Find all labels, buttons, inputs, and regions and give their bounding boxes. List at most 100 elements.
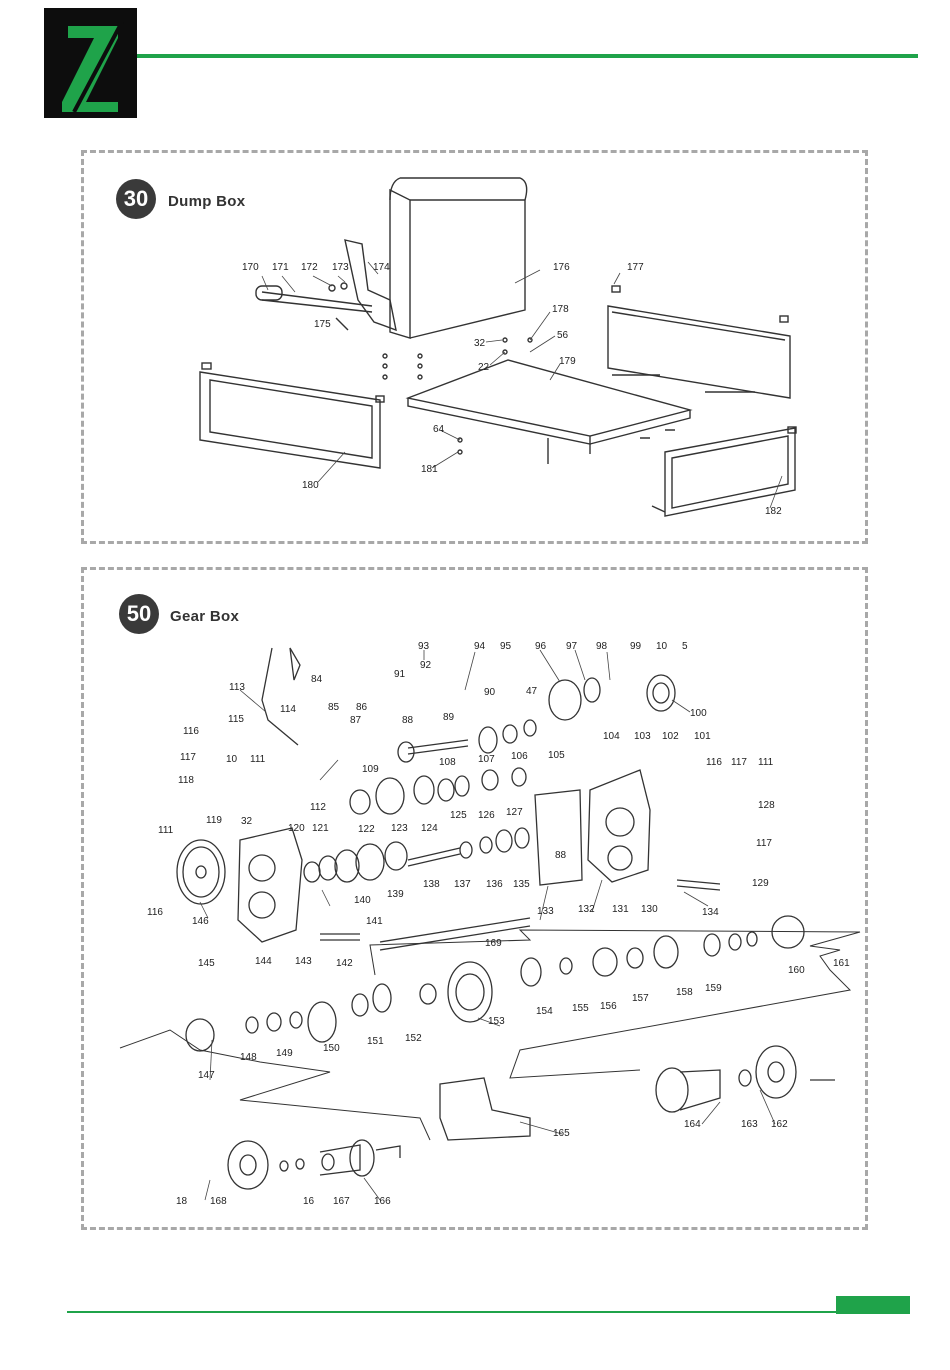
callout-label: 105 bbox=[548, 750, 565, 761]
callout-label: 111 bbox=[158, 825, 174, 836]
callout-label: 5 bbox=[682, 641, 688, 652]
callout-label: 116 bbox=[147, 907, 163, 918]
section-number-badge: 50 bbox=[119, 594, 159, 634]
callout-label: 10 bbox=[226, 754, 238, 765]
callout-label: 56 bbox=[557, 330, 569, 341]
callout-label: 153 bbox=[488, 1016, 505, 1027]
callout-label: 127 bbox=[506, 807, 523, 818]
callout-label: 118 bbox=[178, 775, 194, 786]
callout-label: 120 bbox=[288, 823, 305, 834]
page-number-tab bbox=[836, 1296, 910, 1314]
callout-label: 170 bbox=[242, 262, 259, 273]
callout-label: 32 bbox=[474, 338, 486, 349]
brand-logo bbox=[44, 8, 137, 118]
section-title: Dump Box bbox=[168, 193, 246, 210]
callout-label: 89 bbox=[443, 712, 455, 723]
callout-label: 156 bbox=[600, 1001, 617, 1012]
callout-label: 139 bbox=[387, 889, 404, 900]
callout-label: 158 bbox=[676, 987, 693, 998]
callout-label: 161 bbox=[833, 958, 850, 969]
section-dump-box bbox=[81, 150, 868, 544]
callout-label: 85 bbox=[328, 702, 340, 713]
callout-label: 95 bbox=[500, 641, 512, 652]
callout-label: 92 bbox=[420, 660, 432, 671]
callout-label: 88 bbox=[402, 715, 414, 726]
callout-label: 133 bbox=[537, 906, 554, 917]
callout-label: 87 bbox=[350, 715, 362, 726]
callout-label: 22 bbox=[478, 362, 490, 373]
callout-label: 182 bbox=[765, 506, 782, 517]
callout-label: 117 bbox=[756, 838, 772, 849]
callout-label: 109 bbox=[362, 764, 379, 775]
callout-label: 113 bbox=[229, 682, 245, 693]
callout-label: 117 bbox=[180, 752, 196, 763]
callout-label: 128 bbox=[758, 800, 775, 811]
callout-label: 84 bbox=[311, 674, 323, 685]
callout-label: 181 bbox=[421, 464, 438, 475]
callout-label: 123 bbox=[391, 823, 408, 834]
callout-label: 149 bbox=[276, 1048, 293, 1059]
callout-label: 147 bbox=[198, 1070, 215, 1081]
callout-label: 179 bbox=[559, 356, 576, 367]
callout-label: 172 bbox=[301, 262, 318, 273]
footer-rule bbox=[67, 1311, 909, 1313]
callout-label: 176 bbox=[553, 262, 570, 273]
callout-label: 96 bbox=[535, 641, 547, 652]
callout-label: 32 bbox=[241, 816, 253, 827]
callout-label: 90 bbox=[484, 687, 496, 698]
callout-label: 155 bbox=[572, 1003, 589, 1014]
callout-label: 10 bbox=[656, 641, 668, 652]
callout-label: 112 bbox=[310, 802, 326, 813]
callout-label: 121 bbox=[312, 823, 329, 834]
logo-z-mark bbox=[62, 21, 124, 113]
callout-label: 148 bbox=[240, 1052, 257, 1063]
callout-label: 138 bbox=[423, 879, 440, 890]
callout-label: 106 bbox=[511, 751, 528, 762]
callout-label: 150 bbox=[323, 1043, 340, 1054]
callout-leaders bbox=[199, 261, 783, 1201]
section-gear-box bbox=[81, 567, 868, 1230]
callout-label: 116 bbox=[706, 757, 722, 768]
callout-label: 102 bbox=[662, 731, 679, 742]
gear-box-callouts: 93 94 95 96 97 98 99 10 5 84 92 91 90 47… bbox=[147, 641, 850, 1207]
callout-label: 173 bbox=[332, 262, 349, 273]
callout-label: 111 bbox=[250, 754, 266, 765]
callout-label: 93 bbox=[418, 641, 430, 652]
callout-label: 144 bbox=[255, 956, 272, 967]
callout-label: 165 bbox=[553, 1128, 570, 1139]
callout-label: 108 bbox=[439, 757, 456, 768]
callout-label: 143 bbox=[295, 956, 312, 967]
callout-label: 47 bbox=[526, 686, 538, 697]
callout-label: 171 bbox=[272, 262, 289, 273]
section-number-badge: 30 bbox=[116, 179, 156, 219]
callout-label: 64 bbox=[433, 424, 445, 435]
callout-label: 146 bbox=[192, 916, 209, 927]
callout-label: 131 bbox=[612, 904, 629, 915]
callout-label: 135 bbox=[513, 879, 530, 890]
callout-label: 140 bbox=[354, 895, 371, 906]
callout-label: 126 bbox=[478, 810, 495, 821]
callout-label: 166 bbox=[374, 1196, 391, 1207]
callout-label: 97 bbox=[566, 641, 578, 652]
callout-label: 180 bbox=[302, 480, 319, 491]
callout-label: 174 bbox=[373, 262, 390, 273]
callout-label: 104 bbox=[603, 731, 620, 742]
callout-label: 91 bbox=[394, 669, 406, 680]
callout-label: 125 bbox=[450, 810, 467, 821]
callout-label: 134 bbox=[702, 907, 719, 918]
callout-label: 101 bbox=[694, 731, 711, 742]
callout-label: 163 bbox=[741, 1119, 758, 1130]
callout-label: 111 bbox=[758, 757, 774, 768]
callout-label: 115 bbox=[228, 714, 244, 725]
callout-label: 103 bbox=[634, 731, 651, 742]
callout-label: 114 bbox=[280, 704, 296, 715]
callout-label: 152 bbox=[405, 1033, 422, 1044]
callout-label: 178 bbox=[552, 304, 569, 315]
callout-label: 175 bbox=[314, 319, 331, 330]
callout-label: 154 bbox=[536, 1006, 553, 1017]
callout-label: 132 bbox=[578, 904, 595, 915]
callout-label: 160 bbox=[788, 965, 805, 976]
callout-label: 130 bbox=[641, 904, 658, 915]
dump-box-drawing bbox=[199, 177, 797, 517]
